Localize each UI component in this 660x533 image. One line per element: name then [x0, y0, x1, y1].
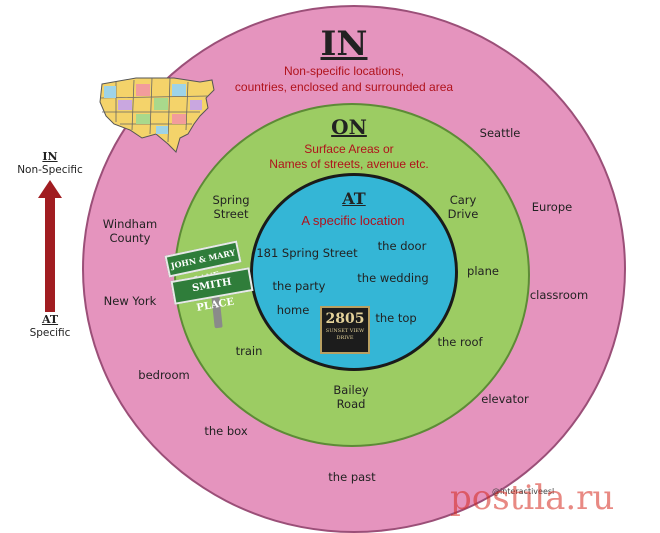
example-europe: Europe	[531, 200, 573, 214]
example-classroom: classroom	[529, 288, 589, 302]
example-the-party: the party	[272, 279, 326, 293]
scale-top-sublabel: Non-Specific	[17, 164, 83, 176]
in-title: IN	[320, 24, 368, 64]
in-description-line-2: countries, enclosed and surrounded area	[234, 80, 454, 94]
plaque-line-2: DRIVE	[336, 335, 354, 341]
example-windham-line-2: County	[109, 231, 151, 245]
on-description-line-1: Surface Areas or	[304, 142, 394, 156]
example-the-wedding: the wedding	[357, 271, 429, 285]
up-arrow-icon	[38, 180, 62, 312]
example-the-past: the past	[328, 470, 376, 484]
specificity-scale: IN Non-Specific AT Specific	[10, 150, 90, 350]
watermark: postila.ru	[450, 478, 615, 518]
example-spring-street-line-2: Street	[213, 207, 249, 221]
scale-top-label: IN	[42, 150, 58, 163]
house-number-plaque: 2805 SUNSET VIEW DRIVE	[320, 306, 370, 354]
example-elevator: elevator	[481, 392, 529, 406]
example-the-roof: the roof	[437, 335, 483, 349]
on-description-line-2: Names of streets, avenue etc.	[269, 157, 429, 171]
example-spring-street-line-1: Spring	[212, 193, 250, 207]
example-cary-drive-line-1: Cary	[449, 193, 477, 207]
example-plane: plane	[467, 264, 499, 278]
example-bedroom: bedroom	[138, 368, 190, 382]
example-the-top: the top	[375, 311, 417, 325]
scale-bottom-label: AT	[41, 313, 59, 326]
example-cary-drive-line-2: Drive	[447, 207, 479, 221]
plaque-number: 2805	[325, 311, 365, 327]
example-181-spring-street: 181 Spring Street	[256, 246, 358, 260]
example-windham-line-1: Windham	[102, 217, 158, 231]
on-title: ON	[331, 115, 367, 139]
example-home: home	[276, 303, 310, 317]
street-sign: JOHN & MARY LANE SMITH PLACE	[160, 240, 254, 330]
example-train: train	[235, 344, 263, 358]
scale-bottom-sublabel: Specific	[29, 327, 71, 339]
at-ring	[250, 173, 458, 371]
example-the-door: the door	[377, 239, 427, 253]
at-title: AT	[342, 189, 366, 208]
example-bailey-road-line-1: Bailey	[333, 383, 369, 397]
usa-map-icon	[99, 77, 215, 153]
in-description-line-1: Non-specific locations,	[283, 64, 405, 78]
credit-text: @interactiveesl	[492, 487, 555, 496]
plaque-line-1: SUNSET VIEW	[325, 328, 365, 334]
example-the-box: the box	[204, 424, 248, 438]
example-seattle: Seattle	[479, 126, 521, 140]
at-description: A specific location	[301, 213, 405, 228]
example-new-york: New York	[103, 294, 157, 308]
example-bailey-road-line-2: Road	[336, 397, 366, 411]
